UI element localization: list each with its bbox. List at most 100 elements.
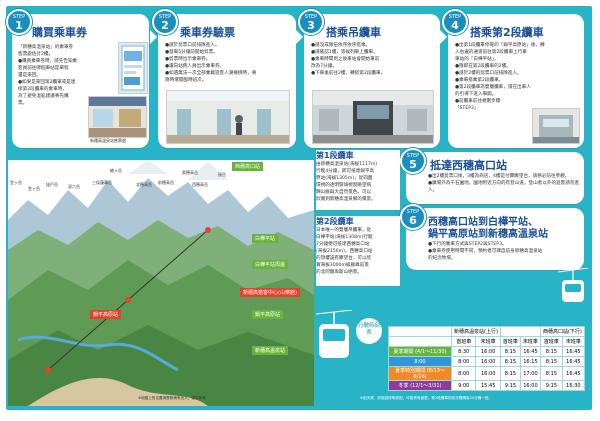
schedule-cell: 8:00 <box>450 366 477 381</box>
schedule-subhead-row: 首班車 末班車 首班車 末班車 首班車 末班車 <box>388 336 585 347</box>
step-1-text: 「新穗高溫泉站」的乘車券 售票處估計2樓。 ●購買乘車券時，請先告知乘 客員前往… <box>18 44 86 107</box>
step-2-line: ●發車5分鐘前開始剪票。 <box>165 50 218 55</box>
step-3-title: 搭乘吊纜車 <box>326 26 381 39</box>
schedule-cell: 8:15 <box>499 366 521 381</box>
peak-label: 抜戸岳 <box>46 182 58 187</box>
step-2-card: 乘車券驗票 ●請於剪票口前排隊進入。 ●發車5分鐘前開始剪票。 ●剪票時出示乘車… <box>158 14 296 148</box>
step-2-title: 乘車券驗票 <box>180 26 235 39</box>
side-line: 7分鐘便可抵達西穗高口站 <box>316 242 370 247</box>
schedule-row-label: 夏季特別期間 (8/13〜8/16) <box>388 366 452 381</box>
ticket-office-caption: 新穗高溫泉站售票處 <box>90 138 126 143</box>
step-3-line: ●乘車時間到之後車站會開始車前 <box>311 57 380 62</box>
peak-label: 双六岳 <box>68 184 80 189</box>
step-1-line: 售票處估計2樓。 <box>18 52 54 57</box>
schedule-row: 冬季 (12/1〜3/31) 9:00 15:45 9:15 16:00 9:1… <box>388 380 585 391</box>
map-footer: ※地圖上的位置與實際稍有出入，僅供參考 <box>138 396 206 400</box>
step-1-line: 還是來回。 <box>18 73 41 78</box>
station-label-shirakaba: 白樺平站 <box>252 234 279 243</box>
schedule-row: 夏季期間 (4/1〜11/30) 8:30 16:00 8:15 16:45 8… <box>388 346 585 357</box>
step-5-line: ●出2樓剪票口後，3樓為商店，4樓是付費瞭望台，請務必前往參觀。 <box>428 174 570 179</box>
step-1-line: ●如果是來回第2纜車或是連 <box>18 80 76 85</box>
gondola-icon <box>316 310 352 358</box>
step-5-badge: STEP 5 <box>400 148 426 174</box>
gate-photo <box>166 90 290 144</box>
schedule-cell: 16:45 <box>561 366 585 381</box>
step-4-badge: STEP 4 <box>442 9 468 35</box>
step-2-line: 隨時增開臨時班次。 <box>165 78 207 83</box>
ticket-office-photo <box>88 96 147 138</box>
schedule-cell: 8:15 <box>539 346 563 357</box>
side-line: (海拔2156m)。西穗高口站 <box>316 249 373 254</box>
side-line: 日本唯一的雙層吊纜車，從 <box>316 228 372 233</box>
step-6-line: ●乘車券使用時間不同，預約者可擇自前身新穗高溫泉站 <box>428 249 543 254</box>
side-line: 的頂樓設有瞭望台，可以欣 <box>316 256 372 261</box>
step-6-badge: STEP 6 <box>400 204 426 230</box>
side-second-cable-title: 第2段纜車 <box>316 217 354 226</box>
step-2-badge-number: 2 <box>161 19 169 32</box>
schedule-cell: 16:00 <box>475 356 501 367</box>
schedule-cell: 8:15 <box>539 356 563 367</box>
step-4-text: ●出第1段纜車停靠的「鍋平高原站」後，轉 入右邊的通道前往第2段纜車上行車 車站… <box>455 42 581 112</box>
schedule-cell: 16:30 <box>561 380 585 391</box>
step-3-text: ●請沒成隊伍依序依序搭乘。 ●請確認1樓，等候列車上纜車。 ●乘車時間到之後車站… <box>311 42 437 77</box>
schedule-cell: 9:00 <box>450 380 477 391</box>
step-1-badge: STEP 1 <box>6 9 32 35</box>
schedule-cell: 16:15 <box>519 356 541 367</box>
schedule-cell: 8:15 <box>499 346 521 357</box>
peak-label: 笠ヶ岳 <box>28 186 40 191</box>
step-4-line: ●隨即在第2段纜車的2樓。 <box>455 64 511 69</box>
step-4-title: 搭乘第2段纜車 <box>470 26 544 39</box>
step-2-badge-label: STEP <box>158 14 172 20</box>
side-line: 驒山脈與大自然景色。可以 <box>316 190 372 195</box>
step-1-title: 購買乘車券 <box>32 26 87 39</box>
step-6-card: 西穗高口站到白樺平站、 鍋平高原站到新穗高溫泉站 ●下行的乘車方式與STEP2與… <box>406 208 584 270</box>
step-4-card: 搭乘第2段纜車 ●出第1段纜車停靠的「鍋平高原站」後，轉 入右邊的通道前往第2段… <box>448 14 584 148</box>
peak-label: 前穂高岳 <box>158 180 174 185</box>
schedule-subhead: 首班車 <box>450 336 477 347</box>
cable-car-photo <box>312 90 434 144</box>
step-2-text: ●請於剪票口前排隊進入。 ●發車5分鐘前開始剪票。 ●剪票時出示乘車券。 ●讓向… <box>165 42 293 84</box>
step-3-card: 搭乘吊纜車 ●請沒成隊伍依序依序搭乘。 ●請確認1樓，等候列車上纜車。 ●乘車時… <box>304 14 440 148</box>
side-first-cable-title: 第1段纜車 <box>316 151 354 160</box>
step-5-badge-number: 5 <box>409 158 417 171</box>
peak-label: 奥穂高岳 <box>182 170 198 175</box>
step-1-line: 接第2段纜車的乘車時， <box>18 87 67 92</box>
schedule-blank-cell <box>388 336 452 347</box>
side-line: 欣賞到新穗高溫泉鄉的風景。 <box>316 197 376 202</box>
schedule-cell: 16:00 <box>475 346 501 357</box>
schedule-subhead: 首班車 <box>499 336 521 347</box>
schedule-header: 行駛時刻表 <box>356 318 382 344</box>
step-1-line: 為了避免混亂建議事先購 <box>18 94 69 99</box>
schedule-column-head: 新穗高溫泉站(上行) <box>451 326 501 337</box>
step-4-line: ●前纜車前往規劃步驟 <box>455 99 501 104</box>
step-6-badge-number: 6 <box>409 214 417 227</box>
schedule-note: ※因天候、設施檢修等原因，可能會有變更。第2段纜車的班次間隔為30分鐘一班。 <box>360 396 493 400</box>
schedule-cell: 8:15 <box>499 356 521 367</box>
ticket-photo <box>118 42 148 94</box>
step-1-line: ●購買乘車券時，請先告知乘 <box>18 59 78 64</box>
step-3-arrow <box>440 30 447 44</box>
peak-label: 三俣蓮華岳 <box>92 180 112 185</box>
side-line: 由新穗高溫泉站(海拔1117m) <box>316 162 378 167</box>
schedule-row-label: 冬季 (12/1〜3/31) <box>388 380 452 391</box>
station-label-nishi: 西穗高口站 <box>232 162 264 171</box>
step-6-line: ●下行的乘車方式與STEP2與STEP3。 <box>428 242 507 247</box>
station-label-nabedaira: 鍋平高原站 <box>252 310 284 319</box>
schedule-header-text: 行駛時刻表 <box>357 323 380 336</box>
step-4-badge-label: STEP <box>448 14 462 20</box>
side-second-cable: 第2段纜車 日本唯一的雙層吊纜車，從 白樺平站(海拔1308m)行駛 7分鐘便可… <box>316 216 400 286</box>
step-4-line: 車站的「白樺平站」。 <box>455 57 499 62</box>
step-2-arrow <box>296 30 303 44</box>
schedule-column-head: 西穗高口站(下行) <box>539 326 585 337</box>
schedule-row-label: 夏季期間 (4/1〜11/30) <box>388 346 452 357</box>
schedule-row: 夏季特別期間 (8/13〜8/16) 8:00 16:00 8:15 17:00… <box>388 366 585 381</box>
step-2-line: ●讓向站務人員出示乘車券。 <box>165 64 225 69</box>
schedule-cell: 8:30 <box>450 346 477 357</box>
step-2-line: ●如遇無法一次全部乘載遊客人潮擁擠時，將 <box>165 71 257 76</box>
side-line: 環視的透明玻璃視窗眺望飛 <box>316 183 372 188</box>
step-3-badge-label: STEP <box>304 14 318 20</box>
schedule-row-label: 8:00 <box>388 356 452 367</box>
step-4-line: ●乘車搭乘第2段纜車。 <box>455 78 504 83</box>
peak-label: 焼岳 <box>218 172 226 177</box>
schedule-cell: 8:15 <box>539 366 563 381</box>
